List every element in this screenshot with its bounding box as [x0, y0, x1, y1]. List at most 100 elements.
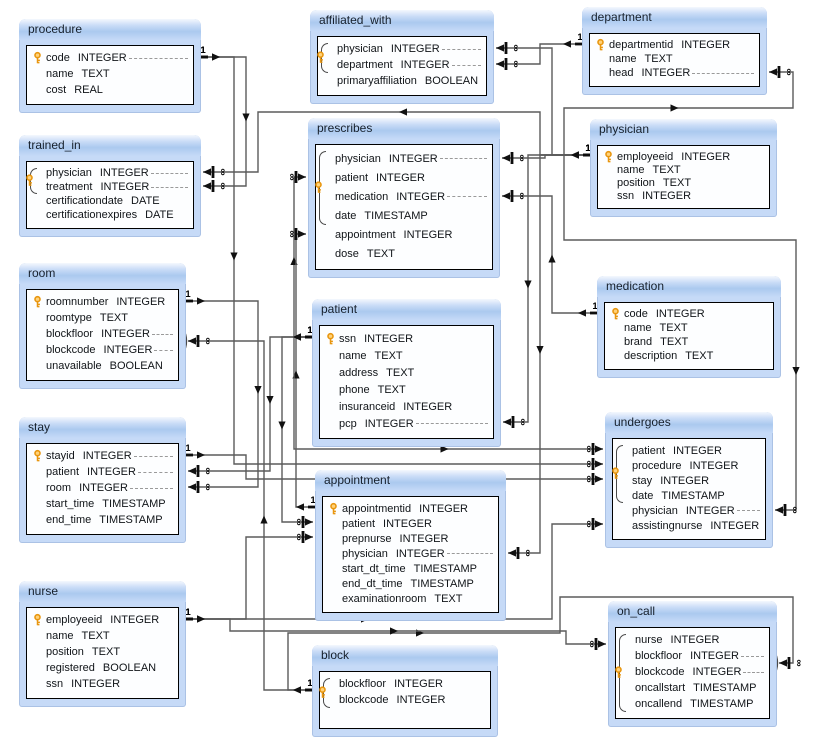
field-name: employeeid: [46, 614, 103, 626]
entity-title: procedure: [19, 19, 201, 40]
field-name: end_dt_time: [342, 577, 403, 590]
field-name: roomtype: [46, 312, 92, 324]
field-name: blockcode: [46, 344, 96, 356]
fk-dash-line: [129, 487, 173, 489]
field-name: brand: [624, 336, 653, 348]
field-name: head: [609, 67, 634, 79]
entity-title: prescribes: [308, 118, 500, 139]
cardinality-many-label: ∞: [517, 418, 528, 425]
primary-key-icon: [34, 51, 41, 64]
field-name: ssn: [339, 332, 357, 345]
field-name: oncallend: [635, 698, 683, 710]
composite-key-brace: [323, 678, 330, 708]
field-name: phone: [339, 383, 370, 396]
field-name: medication: [335, 190, 389, 203]
field-name: physician: [632, 504, 678, 517]
field-type: INTEGER: [399, 532, 449, 545]
field-type: INTEGER: [419, 502, 469, 515]
field-name: name: [624, 322, 652, 334]
cardinality-one-label: 1: [185, 289, 191, 300]
field-name: patient: [632, 444, 666, 457]
field-type: INTEGER: [692, 666, 742, 678]
field-type: INTEGER: [660, 474, 710, 487]
cardinality-many-label: ∞: [202, 483, 213, 490]
primary-key-icon: [315, 181, 322, 193]
cardinality-many-label: ∞: [293, 518, 304, 525]
fk-dash-line: [446, 553, 493, 554]
cardinality-one-label: 1: [185, 607, 191, 618]
field-name: name: [46, 68, 74, 80]
entity-title: on_call: [608, 601, 777, 622]
cardinality-many-label: ∞: [510, 60, 521, 67]
primary-key-icon: [330, 502, 337, 514]
fk-dash-line: [441, 48, 481, 50]
composite-key-brace: [321, 43, 328, 73]
field-name: blockfloor: [46, 328, 94, 340]
field-name: examinationroom: [342, 592, 427, 605]
fk-dash-line: [137, 471, 173, 473]
field-type: INTEGER: [642, 189, 692, 202]
field-name: prepnurse: [342, 532, 392, 545]
field-name: dose: [335, 247, 359, 260]
cardinality-many-label: ∞: [202, 467, 213, 474]
field-type: INTEGER: [77, 52, 127, 64]
field-name: nurse: [635, 634, 663, 646]
relationship-patient-ssn--stay-patient: 1∞: [188, 325, 319, 477]
primary-key-icon: [319, 686, 326, 698]
field-type: TIMESTAMP: [413, 562, 477, 575]
field-type: DATE: [131, 195, 160, 207]
fk-dash-line: [743, 671, 764, 673]
field-name: name: [46, 630, 74, 642]
cardinality-one-label: 1: [585, 143, 591, 154]
primary-key-icon: [327, 332, 334, 344]
field-name: patient: [335, 171, 369, 184]
field-name: end_time: [46, 514, 92, 526]
primary-key-icon: [26, 174, 33, 186]
fk-dash-line: [133, 455, 173, 457]
field-type: TIMESTAMP: [690, 698, 754, 710]
field-type: TEXT: [366, 247, 395, 260]
fk-dash-line: [740, 655, 764, 657]
